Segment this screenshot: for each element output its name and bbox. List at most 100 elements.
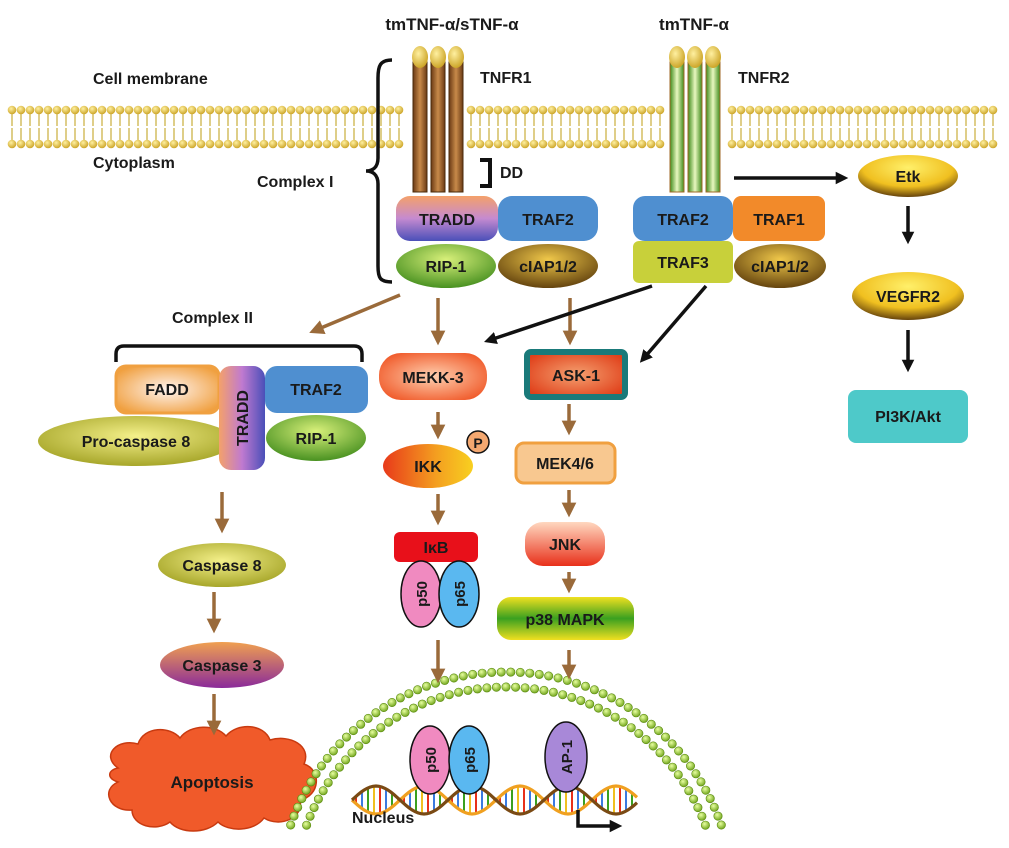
complex1-rip1: RIP-1 <box>396 244 496 288</box>
lipid-head <box>520 105 530 115</box>
nuclear-envelope-bead <box>530 684 540 694</box>
nuclear-envelope-bead <box>648 741 658 751</box>
nuclear-envelope-bead <box>371 708 381 718</box>
lipid-head <box>241 139 251 149</box>
lipid-head <box>178 105 188 115</box>
lipid-head <box>592 139 602 149</box>
lipid-head <box>133 139 143 149</box>
lipid-head <box>340 105 350 115</box>
pi3k-akt-node: PI3K/Akt <box>848 390 968 443</box>
nuclear-envelope-bead <box>444 690 454 700</box>
complex1-bracket <box>365 58 393 284</box>
tnf-ligand-trimer-unit <box>412 46 428 68</box>
lipid-head <box>358 139 368 149</box>
ask1-node: ASK-1 <box>524 349 628 400</box>
lipid-head <box>952 105 962 115</box>
lipid-head <box>556 139 566 149</box>
lipid-head <box>214 139 224 149</box>
lipid-head <box>250 105 260 115</box>
lipid-head <box>466 105 476 115</box>
arrow-complex1-to-complex2 <box>309 293 401 334</box>
tnfr2-ciap-label: cIAP1/2 <box>751 259 809 276</box>
lipid-head <box>79 105 89 115</box>
lipid-head <box>385 105 395 115</box>
cytoplasm-label: Cytoplasm <box>93 155 175 172</box>
nuclear-envelope-bead <box>691 769 701 779</box>
nuclear-envelope-bead <box>655 748 665 758</box>
complex2-procaspase8-label: Pro-caspase 8 <box>82 434 191 451</box>
lipid-head <box>727 139 737 149</box>
lipid-head <box>511 139 521 149</box>
lipid-head <box>25 139 35 149</box>
tnfr2-traf3-label: TRAF3 <box>657 255 709 272</box>
nuc-p65: p65 <box>448 725 490 795</box>
lipid-head <box>961 105 971 115</box>
lipid-head <box>106 105 116 115</box>
lipid-head <box>16 105 26 115</box>
nuclear-envelope-bead <box>328 746 338 756</box>
transcription-start-arrow <box>576 810 623 833</box>
lipid-head <box>619 105 629 115</box>
lipid-head <box>259 139 269 149</box>
nuclear-envelope-bead <box>598 689 608 699</box>
tnfr2-traf3: TRAF3 <box>633 241 733 283</box>
nuclear-envelope-bead <box>297 794 307 804</box>
nuclear-envelope-bead <box>646 719 656 729</box>
ikb-label: IκB <box>424 540 449 557</box>
lipid-head <box>151 105 161 115</box>
lipid-head <box>736 139 746 149</box>
black-arrows <box>484 171 915 373</box>
death-domain-label: DD <box>500 165 523 182</box>
lipid-head <box>583 139 593 149</box>
complex1-rip1-label: RIP-1 <box>426 259 467 276</box>
nuclear-envelope-bead <box>376 723 386 733</box>
nuclear-envelope-bead <box>700 820 710 830</box>
nuclear-envelope-bead <box>618 717 628 727</box>
brown-arrows <box>206 293 578 736</box>
lipid-head <box>916 105 926 115</box>
lipid-head <box>385 139 395 149</box>
nuclear-envelope-bead <box>387 697 397 707</box>
lipid-head <box>907 139 917 149</box>
lipid-head <box>637 105 647 115</box>
ikk-label: IKK <box>414 459 442 476</box>
lipid-head <box>619 139 629 149</box>
lipid-head <box>295 105 305 115</box>
lipid-head <box>223 105 233 115</box>
lipid-head <box>133 105 143 115</box>
nuclear-envelope-bead <box>626 723 636 733</box>
tnf-ligand-trimer-unit <box>430 46 446 68</box>
vegfr2-node: VEGFR2 <box>852 272 964 320</box>
complex2-traf2: TRAF2 <box>265 366 368 413</box>
cyto-p50: p50 <box>400 560 442 628</box>
nuclear-envelope-bead <box>696 777 706 787</box>
caspase3-label: Caspase 3 <box>182 658 261 675</box>
nuc-ap1-label: AP-1 <box>559 740 576 774</box>
nuclear-envelope-bead <box>322 753 332 763</box>
lipid-head <box>871 139 881 149</box>
nuclear-envelope-bead <box>585 699 595 709</box>
lipid-head <box>196 105 206 115</box>
lipid-head <box>124 139 134 149</box>
nuclear-envelope-bead <box>440 675 450 685</box>
nuclear-envelope-bead <box>580 681 590 691</box>
nuclear-envelope-bead <box>309 803 319 813</box>
lipid-head <box>25 105 35 115</box>
nuclear-envelope-bead <box>674 746 684 756</box>
death-domain-bracket <box>480 158 492 188</box>
lipid-head <box>844 105 854 115</box>
nuclear-envelope-bead <box>520 683 530 693</box>
lipid-head <box>583 105 593 115</box>
vegfr2-label: VEGFR2 <box>876 289 940 306</box>
lipid-head <box>115 105 125 115</box>
nuclear-envelope-bead <box>701 785 711 795</box>
nuclear-envelope-bead <box>639 713 649 723</box>
lipid-head <box>808 139 818 149</box>
complex2-rip1: RIP-1 <box>266 415 366 461</box>
jnk-label: JNK <box>549 537 581 554</box>
lipid-head <box>835 139 845 149</box>
lipid-head <box>817 105 827 115</box>
nuclear-envelope-bead <box>301 785 311 795</box>
complex2-bracket <box>114 344 364 362</box>
lipid-head <box>358 105 368 115</box>
